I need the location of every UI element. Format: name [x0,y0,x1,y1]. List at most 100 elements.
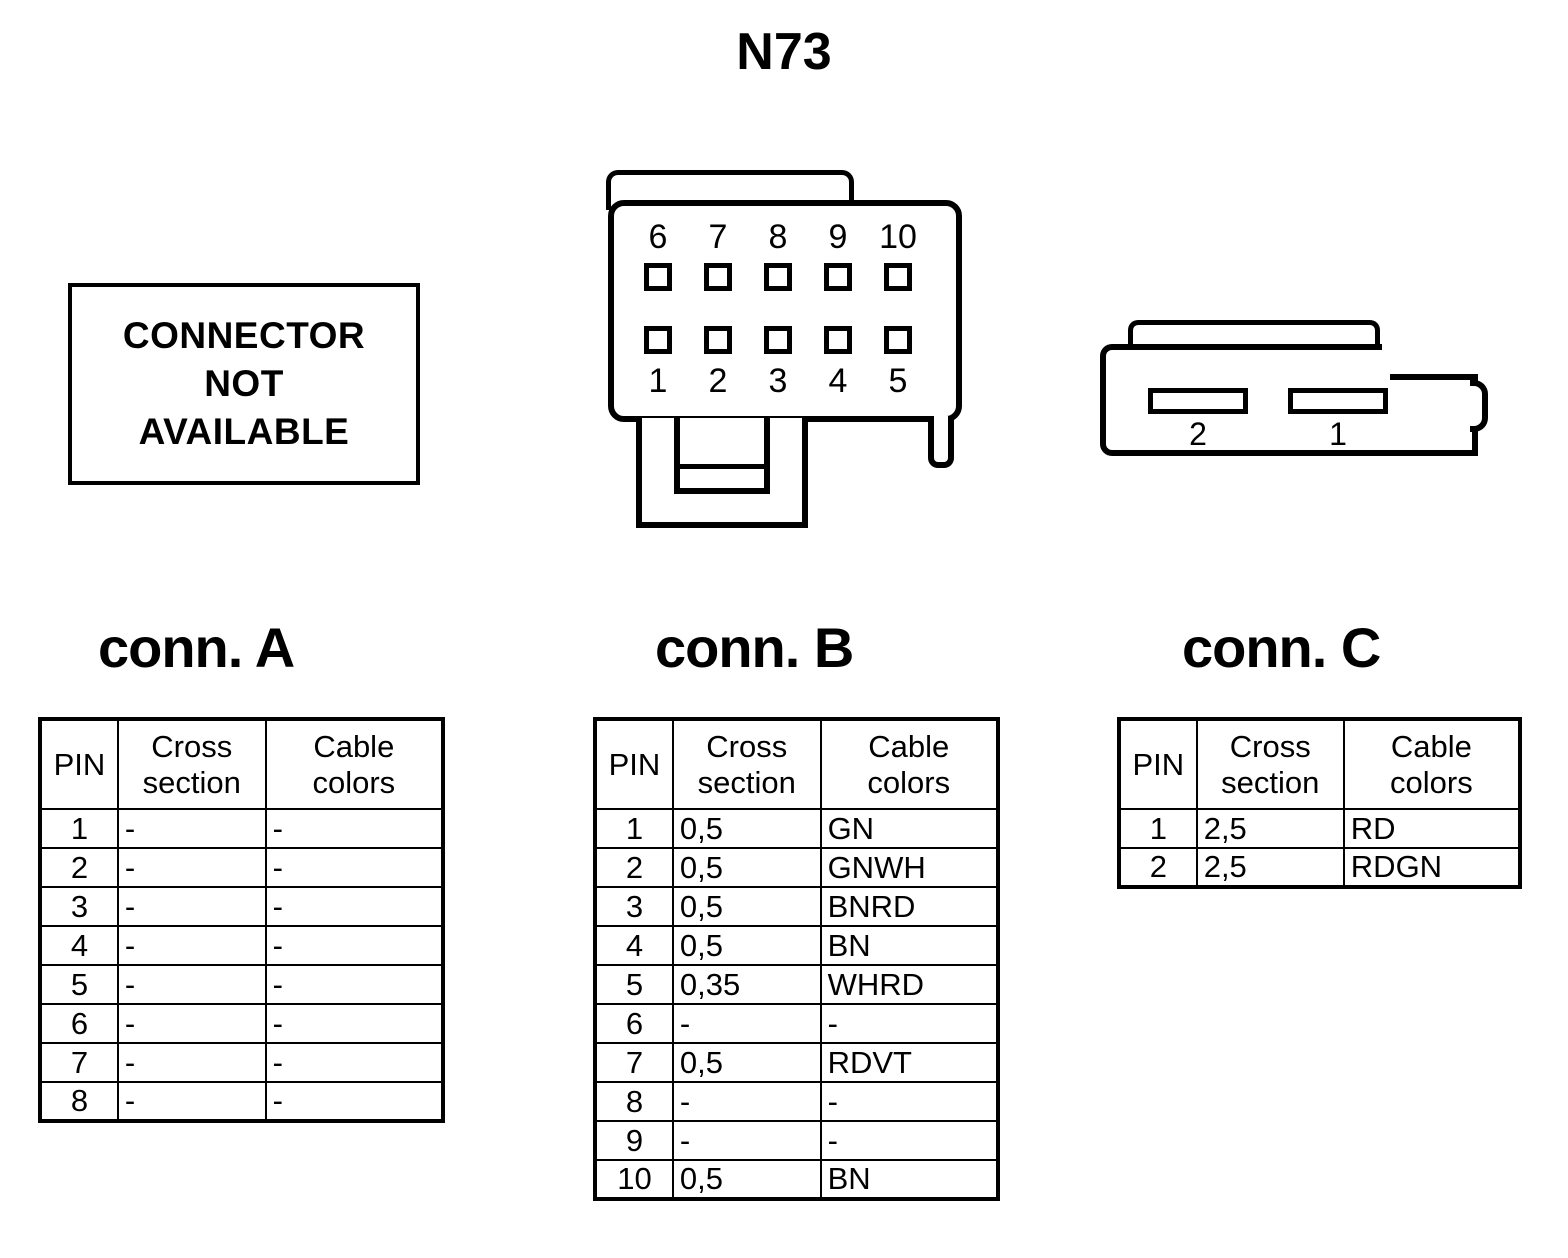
cell-cross-section: - [116,964,267,1005]
cell-cable-colors: - [264,1003,445,1044]
cell-pin: 7 [594,1042,674,1083]
conn-a-pin-table: PIN Cross section Cable colors 1--2--3--… [38,717,445,1123]
cell-pin: 2 [39,847,119,888]
table-row: 8-- [39,1081,445,1122]
table-row: 4-- [39,925,445,966]
cable-colors-line-2: colors [867,764,951,800]
cell-pin: 3 [39,886,119,927]
table-row: 6-- [594,1003,1000,1044]
table-header-row: PIN Cross section Cable colors [1118,718,1522,810]
table-header-row: PIN Cross section Cable colors [594,718,1000,810]
not-available-line-1: CONNECTOR [122,315,366,356]
connector-b-pin-label-2: 2 [708,362,728,400]
cell-cable-colors: GNWH [819,847,1000,888]
cell-cable-colors: RD [1342,808,1522,849]
connector-b-pin-socket-4 [824,326,852,354]
connector-b-pin-socket-2 [704,326,732,354]
column-header-cable-colors: Cable colors [819,718,1000,810]
table-row: 5-- [39,964,445,1005]
cross-section-line-2: section [142,764,241,800]
column-header-pin: PIN [594,718,674,810]
conn-a-table-body: 1--2--3--4--5--6--7--8-- [39,808,445,1122]
column-header-pin: PIN [39,718,119,810]
cell-cable-colors: BNRD [819,886,1000,927]
connector-b-pin-label-4: 4 [828,362,848,400]
cable-colors-line-2: colors [1390,764,1473,800]
connector-b-pin-label-9: 9 [828,218,848,256]
cell-cross-section: - [116,1081,267,1122]
connector-b-pin-label-8: 8 [768,218,788,256]
connector-b-pin-socket-10 [884,263,912,291]
column-header-pin: PIN [1118,718,1198,810]
column-header-cross-section: Cross section [671,718,822,810]
cell-cross-section: - [671,1003,822,1044]
cell-cross-section: 0,5 [671,925,822,966]
cell-pin: 1 [594,808,674,849]
cell-cross-section: - [116,1003,267,1044]
cell-cross-section: 0,5 [671,1159,822,1200]
cell-cross-section: - [671,1081,822,1122]
cell-cable-colors: - [264,964,445,1005]
cable-colors-line-1: Cable [868,728,950,764]
connector-b-diagram: 6 7 8 9 10 1 2 3 4 5 [596,168,986,558]
cell-cable-colors: - [264,808,445,849]
connector-b-pin-label-7: 7 [708,218,728,256]
connector-b-body [608,200,962,422]
cross-section-line-1: Cross [1229,728,1311,764]
cell-cable-colors: - [819,1081,1000,1122]
cell-cable-colors: BN [819,1159,1000,1200]
connector-b-top-tab [606,170,854,210]
cell-cable-colors: - [819,1003,1000,1044]
cell-pin: 6 [594,1003,674,1044]
cell-pin: 5 [594,964,674,1005]
cell-pin: 3 [594,886,674,927]
connector-c-slot-label-2: 2 [1189,416,1207,452]
connector-c-top-tab [1128,320,1380,350]
cell-cable-colors: WHRD [819,964,1000,1005]
cell-cable-colors: - [264,1081,445,1122]
cable-colors-line-2: colors [312,764,396,800]
cell-pin: 1 [39,808,119,849]
cell-cable-colors: BN [819,925,1000,966]
cell-cross-section: 0,5 [671,886,822,927]
cross-section-line-2: section [1221,764,1320,800]
page-title: N73 [736,23,832,81]
table-row: 3-- [39,886,445,927]
cell-cross-section: - [116,847,267,888]
cell-cross-section: - [116,808,267,849]
connector-b-pin-label-1: 1 [648,362,668,400]
cell-cross-section: 0,5 [671,1042,822,1083]
table-row: 1-- [39,808,445,849]
cell-cross-section: - [116,1042,267,1083]
cell-cable-colors: GN [819,808,1000,849]
connector-c-diagram: 2 1 [1096,318,1496,468]
connector-not-available-box: CONNECTOR NOT AVAILABLE [68,283,420,485]
connector-b-side-tab [928,416,954,468]
cell-cable-colors: - [264,847,445,888]
cell-pin: 4 [39,925,119,966]
cell-pin: 5 [39,964,119,1005]
cell-cross-section: - [116,886,267,927]
cell-cable-colors: RDGN [1342,847,1522,888]
cell-cross-section: 2,5 [1195,847,1345,888]
connector-b-latch-divider-1 [674,464,770,469]
cell-pin: 10 [594,1159,674,1200]
cell-pin: 4 [594,925,674,966]
connector-c-slot-2 [1148,388,1248,414]
cell-cross-section: - [116,925,267,966]
connector-b-pin-label-3: 3 [768,362,788,400]
connector-b-pin-label-6: 6 [648,218,668,256]
cross-section-line-2: section [697,764,796,800]
connector-c-slot-1 [1288,388,1388,414]
column-header-cross-section: Cross section [116,718,267,810]
table-row: 8-- [594,1081,1000,1122]
section-heading-conn-b: conn. B [655,616,854,679]
